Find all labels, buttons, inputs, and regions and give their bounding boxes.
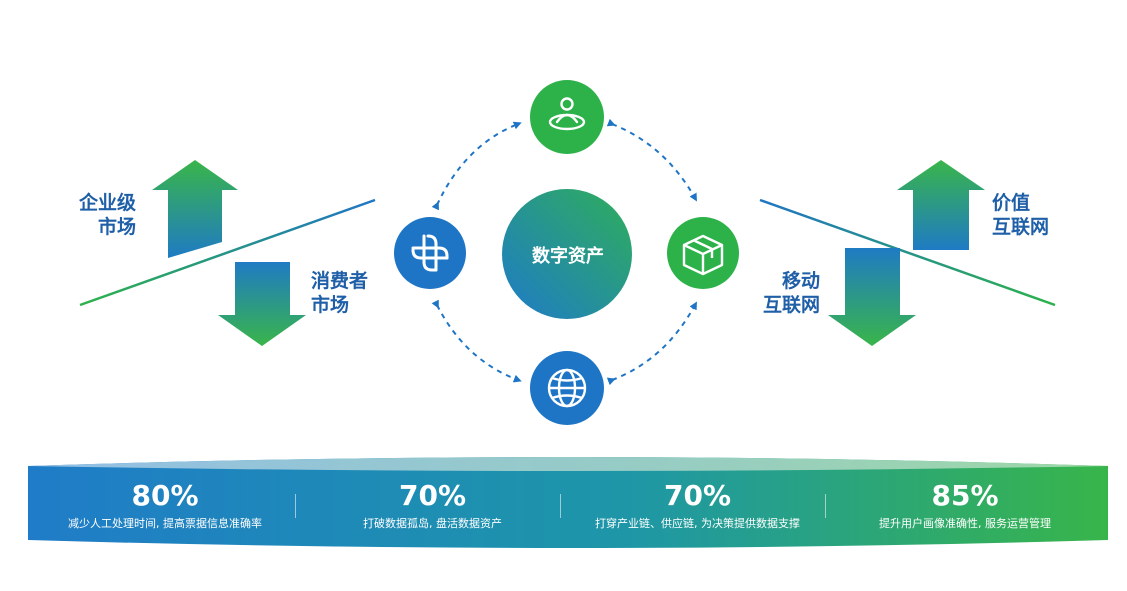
stat-value: 85%	[931, 479, 999, 512]
stat-value: 70%	[663, 479, 732, 512]
label-enterprise-line2: 市场	[98, 216, 137, 238]
link-cross-icon	[411, 234, 449, 272]
connector-bottom-right	[606, 301, 697, 386]
node-top	[530, 80, 604, 154]
node-left	[394, 217, 466, 289]
left-down-arrow	[218, 262, 306, 346]
stat-desc: 提升用户画像准确性, 服务运营管理	[879, 517, 1051, 530]
stat-item: 70% 打破数据孤岛, 盘活数据资产	[310, 478, 555, 532]
label-mobile-internet: 移动 互联网	[762, 269, 820, 317]
stats-band	[28, 457, 1108, 548]
center-circle	[502, 189, 632, 319]
label-value-internet: 价值 互联网	[992, 191, 1049, 239]
stat-desc: 减少人工处理时间, 提高票据信息准确率	[68, 517, 262, 530]
stat-item: 85% 提升用户画像准确性, 服务运营管理	[840, 478, 1090, 532]
center-title: 数字资产	[532, 246, 604, 267]
right-down-arrow	[828, 248, 916, 346]
stat-divider	[295, 494, 296, 518]
label-enterprise-market: 企业级 市场	[76, 191, 136, 239]
right-divider-line	[759, 198, 1056, 307]
left-divider-line	[79, 198, 376, 307]
connector-bottom-left	[431, 299, 522, 383]
label-mobile-line1: 移动	[782, 270, 821, 292]
label-enterprise-line1: 企业级	[79, 192, 137, 214]
stat-value: 70%	[398, 479, 467, 512]
label-mobile-line2: 互联网	[763, 294, 821, 316]
globe-icon	[547, 368, 587, 408]
stat-item: 80% 减少人工处理时间, 提高票据信息准确率	[40, 478, 290, 532]
stat-desc: 打破数据孤岛, 盘活数据资产	[363, 517, 502, 530]
node-bottom	[530, 351, 604, 425]
label-consumer-line1: 消费者	[311, 270, 369, 292]
label-consumer-line2: 市场	[311, 294, 350, 316]
stat-divider	[825, 494, 826, 518]
connector-top-right	[606, 118, 697, 202]
label-value-line2: 互联网	[992, 216, 1050, 238]
user-circle-icon	[548, 97, 586, 131]
label-value-line1: 价值	[992, 192, 1031, 214]
stat-divider	[560, 494, 561, 518]
stat-item: 70% 打穿产业链、供应链, 为决策提供数据支撑	[575, 478, 820, 532]
left-up-arrow	[152, 160, 238, 258]
connector-top-left	[431, 121, 522, 211]
node-right	[667, 217, 739, 289]
stat-desc: 打穿产业链、供应链, 为决策提供数据支撑	[595, 517, 800, 530]
stat-value: 80%	[131, 479, 199, 512]
box-3d-icon	[682, 234, 724, 276]
label-consumer-market: 消费者 市场	[311, 269, 368, 317]
right-up-arrow	[897, 160, 985, 250]
